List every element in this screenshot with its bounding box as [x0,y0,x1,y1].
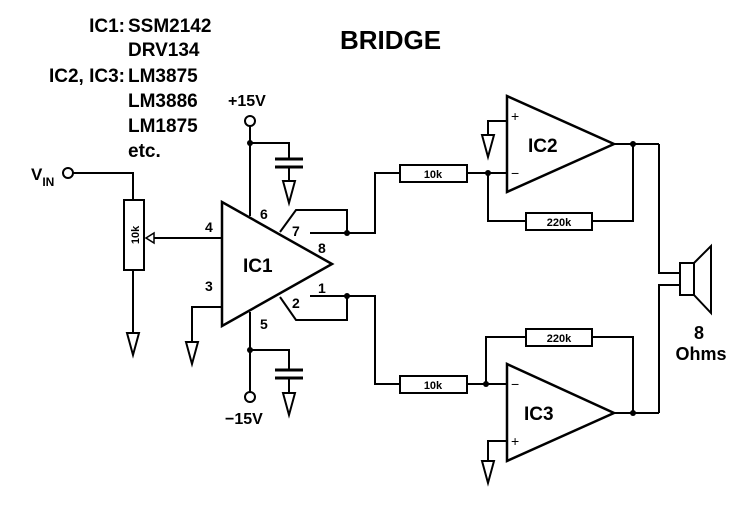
ic1-label: IC1 [243,256,273,277]
ground-symbol-pot [125,332,141,359]
negative-supply-label: −15V [225,411,263,428]
wiper-arrow [144,231,155,245]
parts-list: IC1: SSM2142 DRV134 IC2, IC3: LM3875 LM3… [49,16,211,162]
speaker-magnet [679,262,695,296]
parts-value-drv134: DRV134 [128,40,200,61]
ic3-minus: − [511,376,519,392]
ic2-minus: − [511,165,519,181]
ground-symbol-cap-bottom [281,392,297,419]
ground-symbol-ic2 [480,134,496,161]
ic2-power-amp: 10k 220k IC2 + − [399,94,680,274]
parts-value-lm3886: LM3886 [128,91,198,112]
ground-symbol-ic3 [480,460,496,487]
ic1-pin6: 6 [260,206,268,222]
negative-supply: −15V [225,312,303,428]
parts-label-ic2-ic3: IC2, IC3: [49,66,125,87]
ic3-triangle [505,362,618,463]
negative-supply-terminal [244,391,256,403]
resistor-input-top-value: 10k [424,169,443,181]
ground-symbol-cap-top [281,180,297,207]
ic1-pin7: 7 [292,223,300,239]
ic1-pin4: 4 [205,219,213,235]
parts-label-ic1: IC1: [89,16,125,37]
positive-supply-label: +15V [228,93,266,110]
speaker-impedance: 8 [694,323,704,343]
ic1-driver: IC1 4 3 6 5 7 8 1 2 [184,172,400,385]
resistor-feedback-bottom-value: 220k [547,333,572,345]
ic3-power-amp: 10k 220k IC3 − + [399,284,680,487]
ground-symbol-ic1 [184,341,200,368]
vin-label: VIN [31,165,54,189]
ic3-plus: + [511,433,519,449]
parts-value-ssm2142: SSM2142 [128,16,211,37]
positive-supply: +15V [228,93,303,216]
resistor-feedback-top-value: 220k [547,217,572,229]
ic2-plus: + [511,108,519,124]
diagram-title: BRIDGE [340,25,441,55]
ic1-pin1: 1 [318,280,326,296]
positive-supply-terminal [244,115,256,127]
resistor-input-bottom-value: 10k [424,380,443,392]
ic2-triangle [505,94,618,194]
parts-value-lm1875: LM1875 [128,116,198,137]
parts-value-lm3875: LM3875 [128,66,198,87]
speaker: 8 Ohms [675,243,727,364]
ic1-pin8: 8 [318,240,326,256]
speaker-unit: Ohms [675,344,726,364]
input-section: VIN 10k [31,165,222,359]
vin-terminal [62,167,74,179]
potentiometer-value: 10k [130,225,142,244]
ic1-pin2: 2 [292,295,300,311]
parts-value-etc: etc. [128,141,161,162]
ic2-label: IC2 [528,136,558,157]
speaker-cone-icon [693,243,712,316]
ic1-pin3: 3 [205,278,213,294]
ic1-triangle [220,199,335,329]
ic3-label: IC3 [524,404,554,425]
ic1-pin5: 5 [260,316,268,332]
